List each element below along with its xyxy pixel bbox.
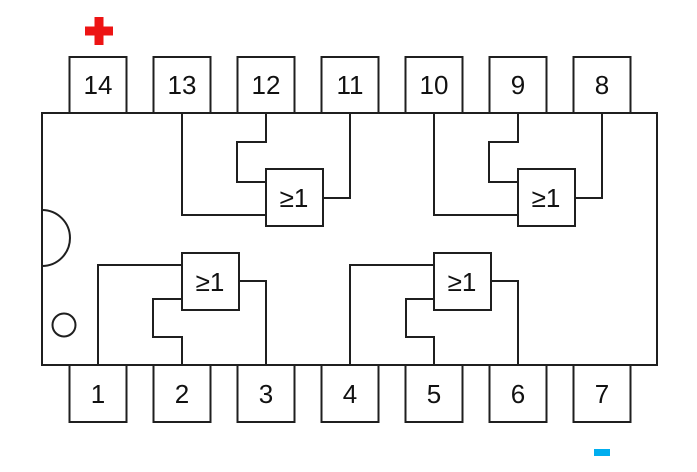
- pin-10-box: [404, 56, 464, 114]
- gate2-box: [517, 168, 576, 227]
- pin-1-label: 1: [91, 379, 105, 409]
- wire-gate1-input-a: [181, 113, 266, 216]
- pin-8-label: 8: [595, 70, 609, 100]
- pin-13-box: [152, 56, 212, 114]
- wire-gate2-input-a: [433, 113, 518, 216]
- pin-1-box: [68, 364, 128, 423]
- power-negative-icon: [594, 449, 610, 456]
- pin-2-label: 2: [175, 379, 189, 409]
- wire-gate1-output: [323, 113, 351, 199]
- pin-5-label: 5: [427, 379, 441, 409]
- wire-gate4-input-b: [405, 298, 435, 365]
- wire-gate2-input-b: [488, 113, 519, 183]
- pin-8-box: [572, 56, 632, 114]
- wire-gate1-input-b: [236, 113, 267, 183]
- pin-3-box: [236, 364, 296, 423]
- pin-2-box: [152, 364, 212, 423]
- wire-gate3-input-a: [97, 264, 182, 365]
- gate2-label: ≥1: [532, 183, 561, 213]
- pin-12-label: 12: [252, 70, 281, 100]
- wire-gate3-input-b: [152, 298, 183, 365]
- pin-12-box: [236, 56, 296, 114]
- pin-10-label: 10: [420, 70, 449, 100]
- notch-icon: [41, 209, 71, 267]
- pin-13-label: 13: [168, 70, 197, 100]
- gate3-box: [181, 252, 240, 311]
- pin-14-box: [68, 56, 128, 114]
- gate4-box: [433, 252, 492, 311]
- pin-5-box: [404, 364, 464, 423]
- gate4-label: ≥1: [448, 267, 477, 297]
- gate1-box: [265, 168, 324, 227]
- power-positive-icon: [85, 17, 113, 45]
- pin-3-label: 3: [259, 379, 273, 409]
- wire-gate4-input-a: [349, 264, 434, 365]
- pin-11-box: [320, 56, 380, 114]
- wire-gate2-output: [575, 113, 603, 199]
- wire-gate3-output: [238, 280, 267, 365]
- pin-6-label: 6: [511, 379, 525, 409]
- pin-14-label: 14: [84, 70, 113, 100]
- pin1-indicator-icon: [51, 312, 77, 338]
- pin-7-box: [572, 364, 632, 423]
- gate3-label: ≥1: [196, 267, 225, 297]
- gate1-label: ≥1: [280, 183, 309, 213]
- pin-4-box: [320, 364, 380, 423]
- pin-11-label: 11: [337, 70, 364, 100]
- pin-7-label: 7: [595, 379, 609, 409]
- pin-6-box: [488, 364, 548, 423]
- wire-gate4-output: [490, 280, 519, 365]
- pin-9-label: 9: [511, 70, 525, 100]
- pin-4-label: 4: [343, 379, 357, 409]
- pin-9-box: [488, 56, 548, 114]
